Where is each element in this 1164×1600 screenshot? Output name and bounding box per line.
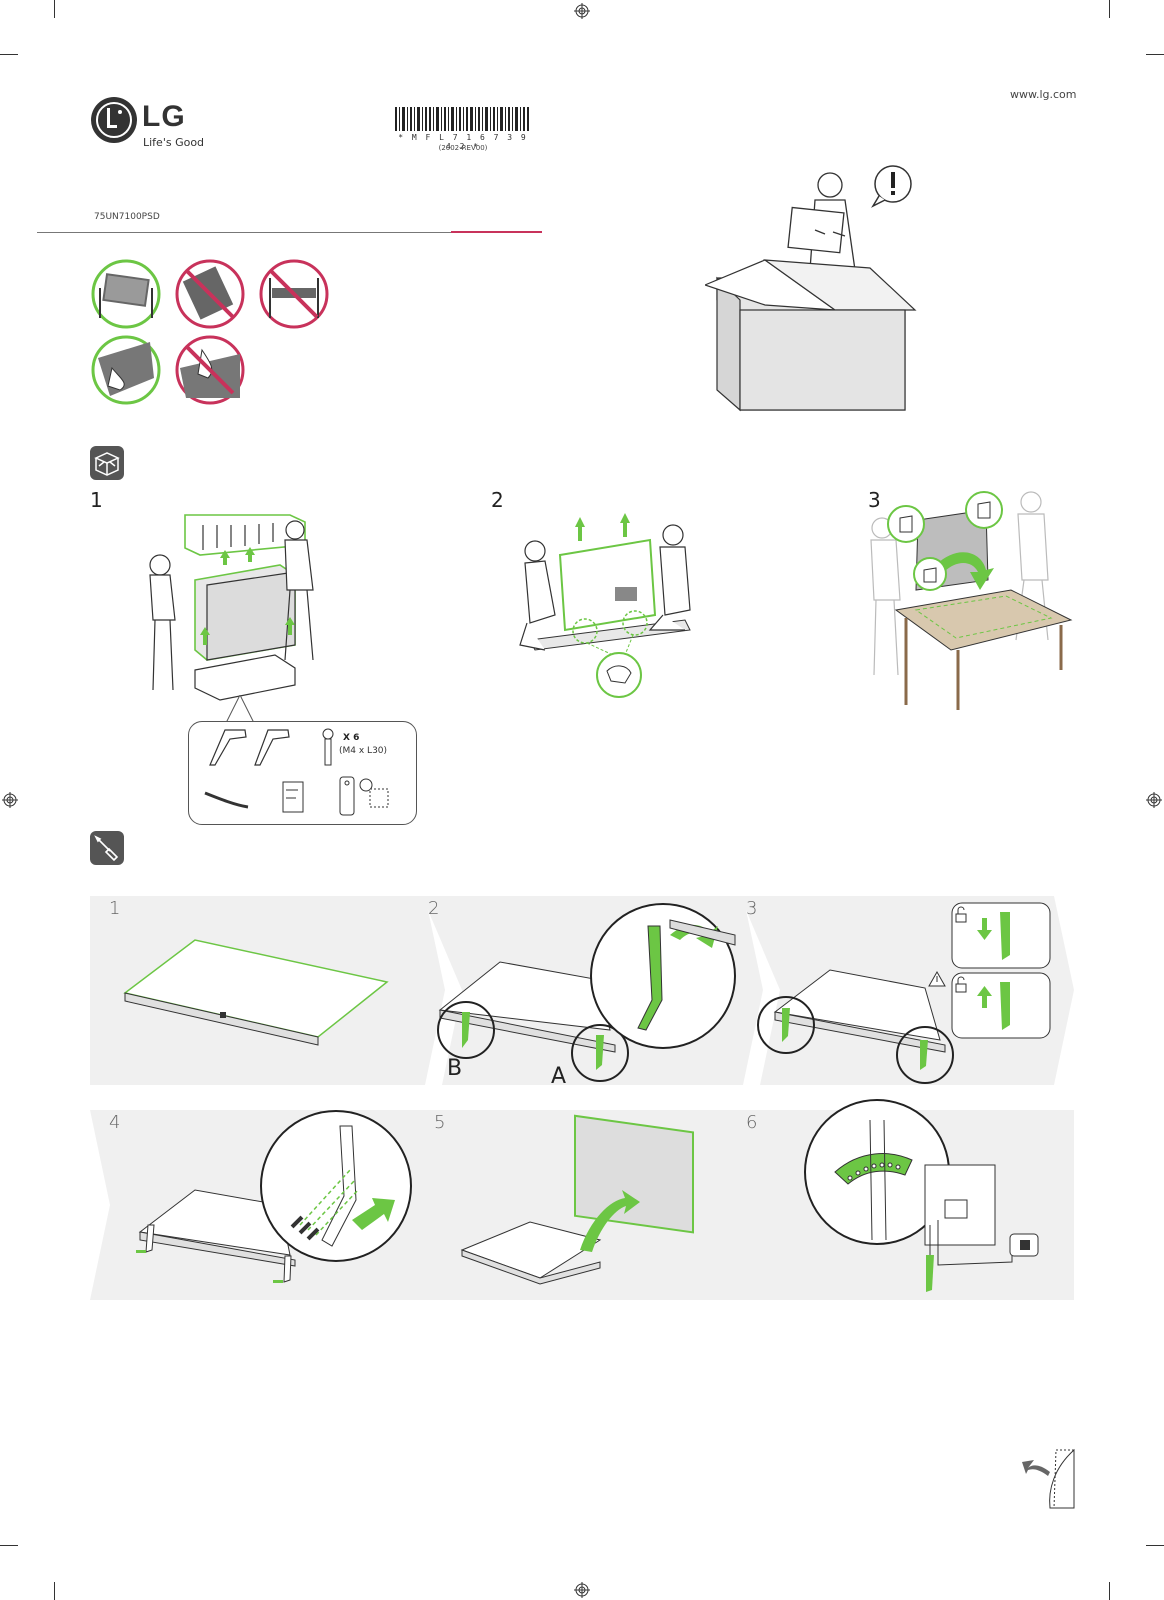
barcode	[395, 107, 529, 131]
screwdriver-icon	[94, 835, 119, 862]
cable-holder-icon	[204, 791, 249, 809]
unpack-step-number: 2	[491, 488, 504, 512]
registration-mark-icon	[1146, 792, 1162, 808]
brand-logo: LG	[142, 100, 186, 133]
stand-label-b: B	[447, 1056, 463, 1081]
stand-label-a: A	[551, 1064, 567, 1089]
correct-carry-icon	[91, 259, 161, 329]
lg-logo-icon	[91, 97, 137, 143]
manual-icon	[282, 781, 304, 813]
crop-mark	[1146, 1545, 1164, 1546]
stand-leg-icon	[209, 729, 247, 766]
assembly-step-number: 4	[109, 1112, 121, 1133]
correct-grip-icon	[91, 335, 161, 405]
assembly-step-number: 6	[746, 1112, 758, 1133]
crop-mark	[0, 1545, 18, 1546]
parts-illustration	[204, 728, 389, 816]
unlock-icon	[955, 976, 967, 993]
unpack-step1-illustration	[149, 514, 314, 701]
barcode-text: * M F L 7 1 6 7 3 9 4 2 *	[398, 133, 528, 151]
assembly-step-number: 1	[109, 898, 121, 919]
prohibited-face-carry-icon	[259, 259, 329, 329]
registration-mark-icon	[574, 3, 590, 19]
registration-mark-icon	[2, 792, 18, 808]
crop-mark	[1109, 1582, 1110, 1600]
unpack-step-number: 3	[868, 488, 881, 512]
box-open-icon	[94, 452, 120, 476]
assembly-section-icon	[90, 831, 124, 865]
warning-icon	[928, 970, 946, 987]
header-divider-accent	[451, 231, 542, 233]
screw-icon	[322, 728, 334, 766]
page-turn-icon[interactable]	[1020, 1448, 1076, 1510]
registration-mark-icon	[574, 1582, 590, 1598]
screw-spec: (M4 x L30)	[339, 746, 388, 756]
website-url[interactable]: www.lg.com	[1010, 88, 1077, 101]
remote-icon	[339, 776, 355, 816]
stand-leg-icon	[254, 729, 290, 766]
prohibited-flat-carry-icon	[175, 259, 245, 329]
screw-count: X 6	[343, 733, 360, 743]
unpack-step3-illustration	[870, 491, 1073, 710]
lock-icon	[955, 906, 967, 923]
crop-mark	[54, 1582, 55, 1600]
prohibited-screen-touch-icon	[175, 335, 245, 405]
brand-tagline: Life's Good	[143, 136, 205, 149]
assembly-step-number: 3	[746, 898, 758, 919]
battery-icon	[359, 778, 389, 808]
crop-mark	[1109, 0, 1110, 18]
unpack-step-number: 1	[90, 488, 103, 512]
header-divider	[37, 232, 542, 233]
unpack-section-icon	[90, 446, 124, 480]
crop-mark	[54, 0, 55, 18]
power-outlet-icon	[1009, 1233, 1039, 1257]
exclamation-bubble-icon	[871, 165, 912, 208]
crop-mark	[0, 54, 18, 55]
model-number: 75UN7100PSD	[94, 212, 160, 222]
assembly-step-number: 5	[434, 1112, 446, 1133]
handling-guide	[91, 259, 329, 405]
unpack-step2-illustration	[519, 513, 691, 698]
barcode-revision: (2002-REV00)	[438, 144, 488, 152]
assembly-step-number: 2	[428, 898, 440, 919]
crop-mark	[1146, 54, 1164, 55]
box-warning-illustration	[705, 165, 917, 412]
